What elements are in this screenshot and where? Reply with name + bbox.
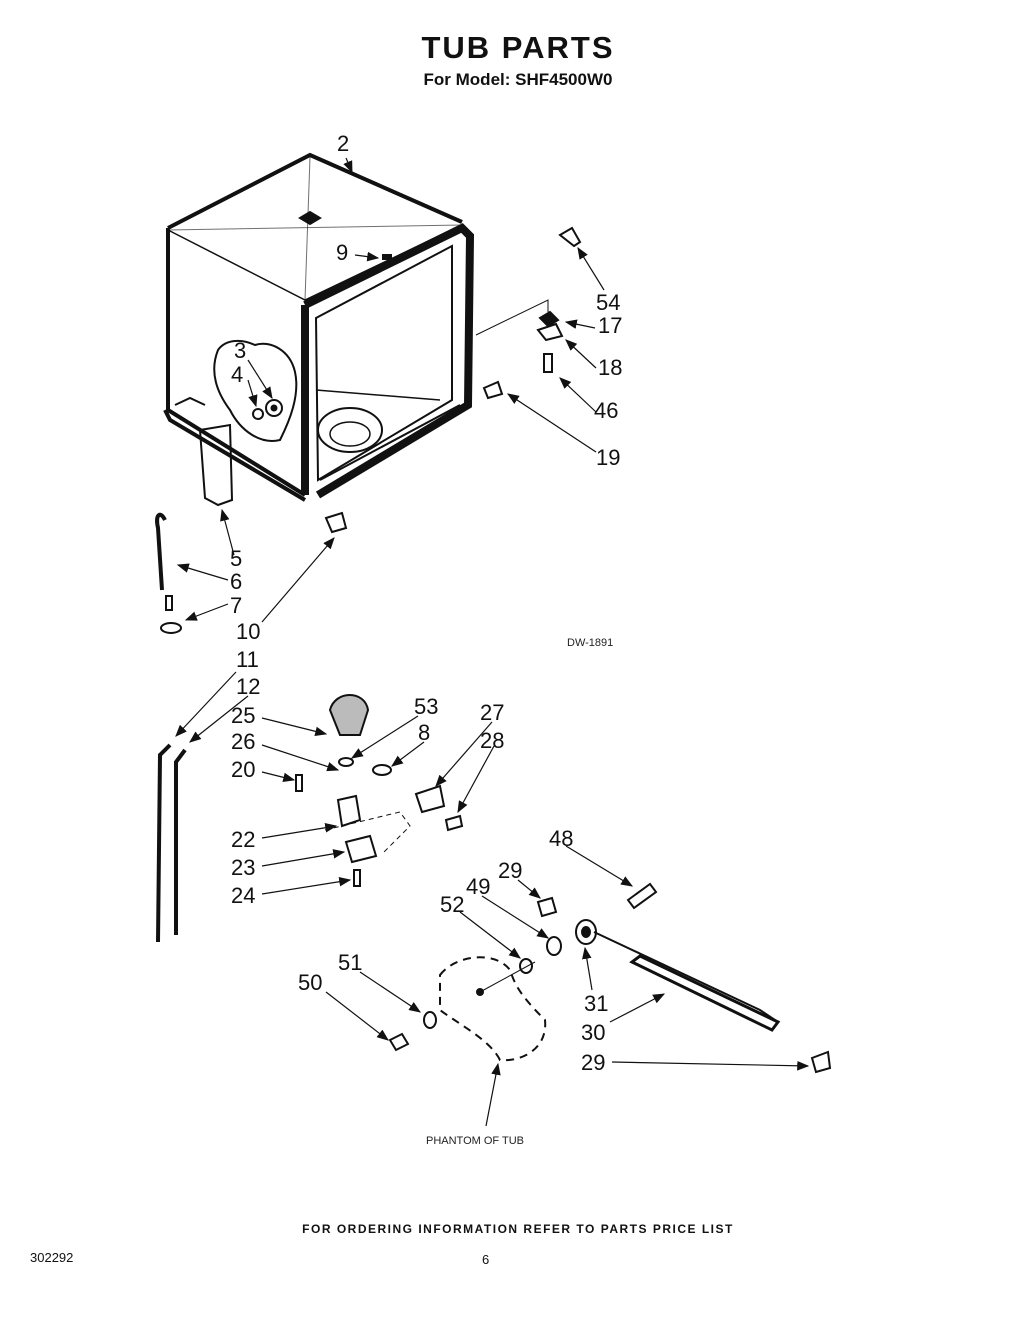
callout-23: 23: [231, 855, 255, 880]
callout-17: 17: [598, 313, 622, 338]
callout-52: 52: [440, 892, 464, 917]
callout-54: 54: [596, 290, 620, 315]
bracket-part-27: [414, 784, 446, 814]
stud-part-48: [626, 882, 658, 910]
screw-part-10: [324, 511, 348, 534]
callout-50: 50: [298, 970, 322, 995]
page-number: 6: [482, 1252, 490, 1267]
callout-31: 31: [584, 991, 608, 1016]
callout-26: 26: [231, 729, 255, 754]
callout-30: 30: [581, 1020, 605, 1045]
fill-funnel-part-5: [198, 423, 234, 507]
callout-28: 28: [480, 728, 504, 753]
callout-19: 19: [596, 445, 620, 470]
model-subtitle: For Model: SHF4500W0: [423, 70, 613, 89]
callout-29-upper: 29: [498, 858, 522, 883]
washer-part-51: [423, 1011, 437, 1029]
bracket-part-18: [536, 322, 564, 342]
callout-51: 51: [338, 950, 362, 975]
drawing-code: DW-1891: [567, 637, 613, 649]
callout-11: 11: [236, 647, 259, 672]
callout-5: 5: [230, 546, 242, 571]
callout-29-lower: 29: [581, 1050, 605, 1075]
washer-part-49: [546, 936, 562, 956]
callout-27: 27: [480, 700, 504, 725]
nut-part-50: [388, 1032, 410, 1052]
leader-lines: [175, 157, 810, 1127]
dome-part-25: [328, 694, 370, 736]
callout-3: 3: [234, 338, 246, 363]
washer-part-17: [538, 310, 560, 328]
screw-part-19: [482, 380, 504, 400]
callout-25: 25: [231, 703, 255, 728]
lower-right-hardware: [388, 882, 832, 1074]
left-hardware: [155, 423, 348, 634]
callout-18: 18: [598, 355, 622, 380]
callout-2: 2: [337, 131, 349, 156]
ordering-info-note: FOR ORDERING INFORMATION REFER TO PARTS …: [302, 1222, 734, 1236]
washer-part-52: [519, 958, 533, 974]
callout-20: 20: [231, 757, 255, 782]
callout-6: 6: [230, 569, 242, 594]
phantom-tub-outline: [439, 956, 547, 1062]
callout-46: 46: [594, 398, 618, 423]
grommet-part-7: [160, 622, 182, 634]
callout-12: 12: [236, 674, 260, 699]
document-number: 302292: [30, 1250, 74, 1265]
callout-10: 10: [236, 619, 260, 644]
clip-part-7: [165, 595, 173, 611]
rail-part-30: [629, 954, 781, 1032]
channel-part-12: [174, 748, 187, 935]
page-title: TUB PARTS: [421, 30, 615, 65]
screw-part-20: [295, 774, 303, 792]
screw-part-46: [543, 353, 553, 373]
seal-part-26: [338, 757, 354, 767]
cap-part-29: [810, 1050, 832, 1074]
bracket-part-23: [344, 834, 378, 864]
bushing-part-29: [536, 896, 558, 918]
nut-part-8: [372, 764, 392, 776]
callout-22: 22: [231, 827, 255, 852]
phantom-of-tub-label: PHANTOM OF TUB: [426, 1135, 524, 1147]
middle-hardware: [156, 694, 464, 943]
clip-part-54: [558, 226, 582, 248]
tube-part-6: [155, 512, 167, 591]
channel-part-11: [156, 743, 172, 943]
callout-numbers: 2 9 54 17 18 46 19 3 4 5 6 7 10 11 12 25…: [230, 131, 622, 1075]
callout-24: 24: [231, 883, 255, 908]
callout-9: 9: [336, 240, 348, 265]
callout-48: 48: [549, 826, 573, 851]
callout-8: 8: [418, 720, 430, 745]
callout-4: 4: [231, 362, 243, 387]
callout-7: 7: [230, 593, 242, 618]
screw-part-28: [444, 814, 464, 832]
callout-53: 53: [414, 694, 438, 719]
callout-49: 49: [466, 874, 490, 899]
shaft-part-22: [336, 794, 362, 828]
upper-right-hardware: [475, 226, 582, 400]
tub-drawing: [163, 152, 475, 502]
screw-part-24: [353, 869, 361, 887]
